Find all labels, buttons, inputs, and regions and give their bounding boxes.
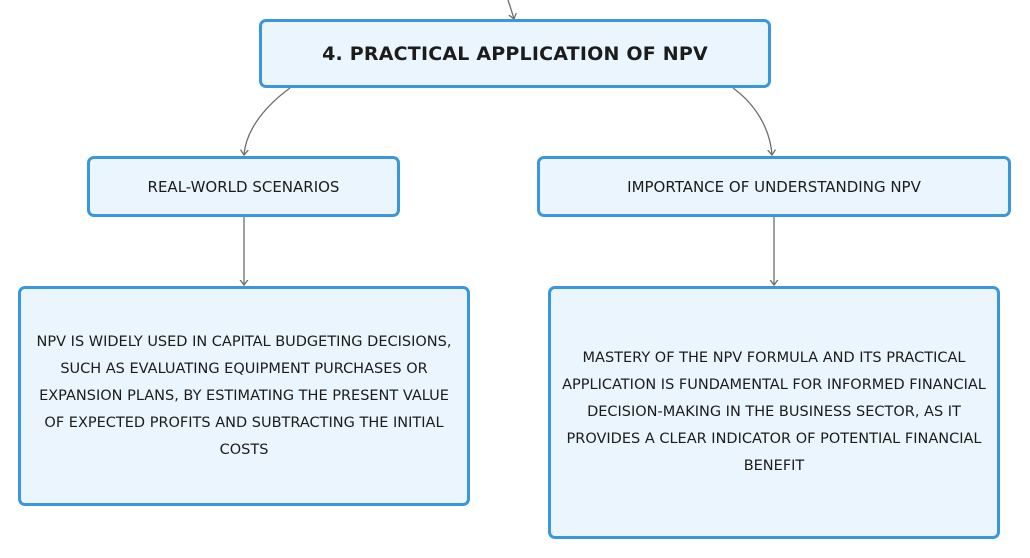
importance-of-npv-detail-node[interactable]: MASTERY OF THE NPV FORMULA AND ITS PRACT…: [548, 286, 1000, 539]
real-world-scenarios-node[interactable]: REAL-WORLD SCENARIOS: [87, 156, 400, 217]
real-world-scenarios-detail-text: NPV IS WIDELY USED IN CAPITAL BUDGETING …: [36, 333, 452, 458]
real-world-scenarios-detail-node[interactable]: NPV IS WIDELY USED IN CAPITAL BUDGETING …: [18, 286, 470, 506]
connector-from-parent: [507, 0, 514, 19]
connector-root-to-importance: [732, 87, 772, 155]
importance-of-npv-detail-text: MASTERY OF THE NPV FORMULA AND ITS PRACT…: [562, 350, 986, 474]
importance-of-npv-node[interactable]: IMPORTANCE OF UNDERSTANDING NPV: [537, 156, 1011, 217]
root-node[interactable]: 4. PRACTICAL APPLICATION OF NPV: [259, 19, 771, 88]
connector-root-to-real-world: [244, 87, 291, 155]
importance-of-npv-label: IMPORTANCE OF UNDERSTANDING NPV: [627, 177, 921, 196]
root-node-label: 4. PRACTICAL APPLICATION OF NPV: [322, 42, 708, 65]
real-world-scenarios-label: REAL-WORLD SCENARIOS: [147, 177, 340, 196]
